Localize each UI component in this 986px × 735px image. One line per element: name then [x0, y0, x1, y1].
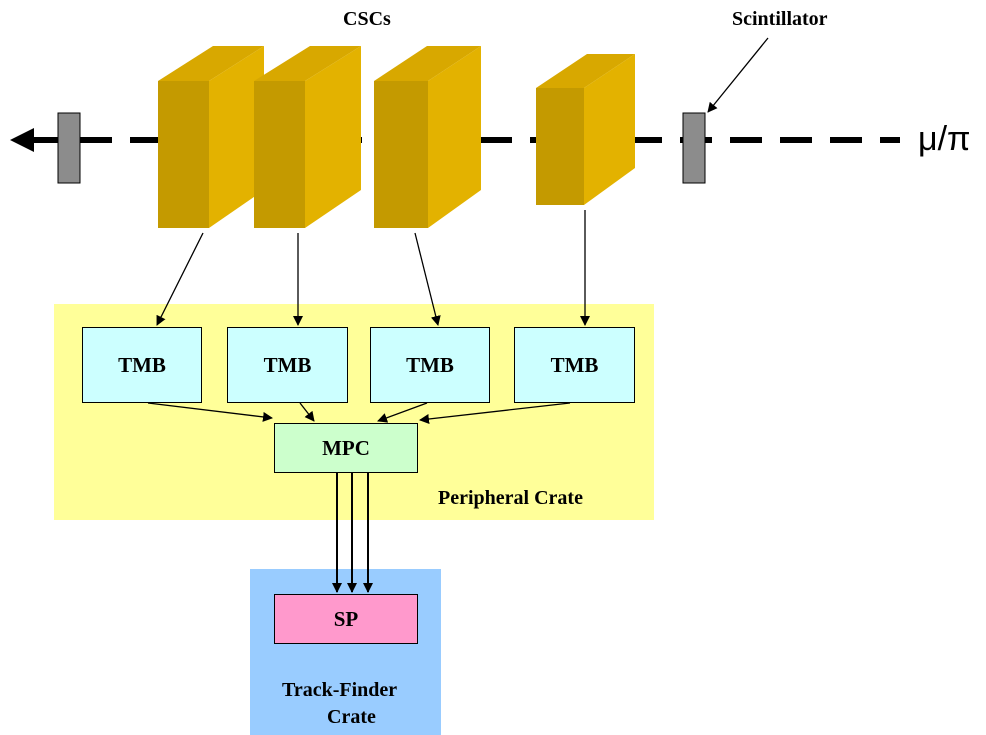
- particle-label: μ/π: [918, 120, 971, 158]
- csc-chamber-2: [254, 46, 361, 228]
- csc-chamber-1: [158, 46, 264, 228]
- arrow-csc1-tmb1: [156, 232, 204, 326]
- sp-box: SP: [274, 594, 418, 644]
- beam-arrow-head: [10, 128, 34, 152]
- arrow-csc3-tmb3: [414, 232, 441, 326]
- track-finder-crate-label-line1: Track-Finder: [282, 679, 398, 701]
- tmb-box-1: TMB: [82, 327, 202, 403]
- arrow-tmb3-mpc: [377, 402, 428, 423]
- track-finder-crate-label-line2: Crate: [327, 706, 376, 728]
- cscs-label: CSCs: [343, 8, 391, 30]
- tmb-box-3: TMB: [370, 327, 490, 403]
- tmb-box-2: TMB: [227, 327, 348, 403]
- csc-chamber-3: [374, 46, 481, 228]
- scintillator-pointer-arrow: [707, 37, 769, 113]
- csc-chamber-4: [536, 54, 635, 205]
- peripheral-crate-label: Peripheral Crate: [438, 487, 583, 509]
- arrow-tmb2-mpc: [299, 402, 315, 422]
- mpc-box: MPC: [274, 423, 418, 473]
- scintillator-left: [57, 112, 81, 184]
- tmb-box-4: TMB: [514, 327, 635, 403]
- arrow-tmb1-mpc: [147, 402, 273, 422]
- scintillator-right: [682, 112, 706, 184]
- scintillator-label: Scintillator: [732, 8, 828, 30]
- arrow-tmb4-mpc: [419, 402, 571, 424]
